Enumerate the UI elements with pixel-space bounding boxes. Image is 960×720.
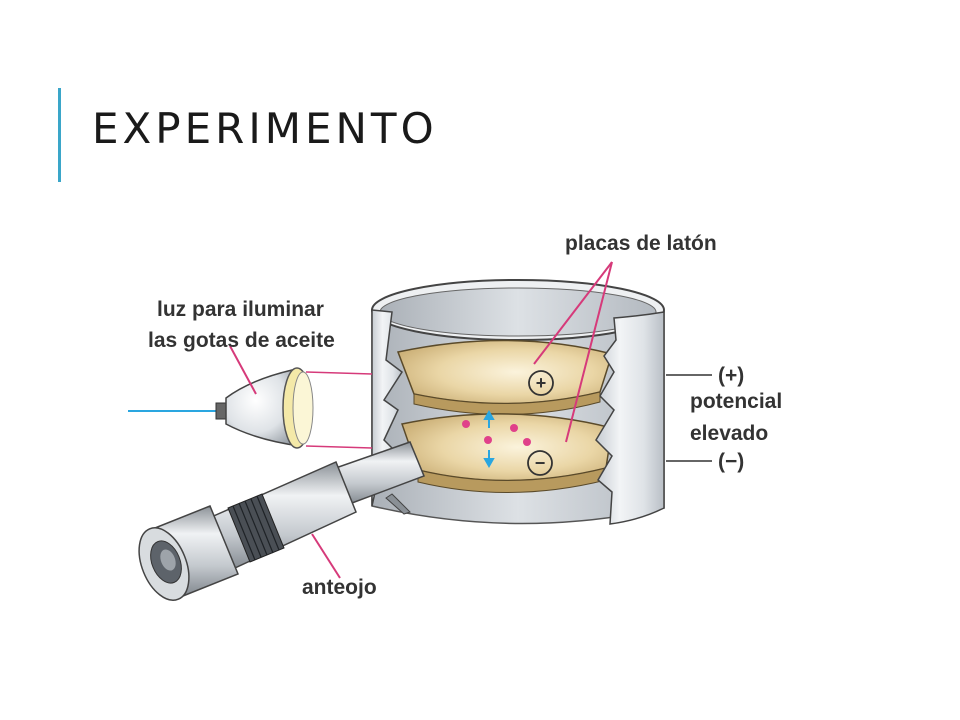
lower-brass-plate — [401, 413, 613, 493]
cylinder-right-wall — [595, 311, 665, 525]
oil-droplet — [484, 436, 492, 444]
lamp-connector-bottom — [305, 445, 373, 449]
label-potential-line1: potencial — [690, 390, 782, 413]
svg-text:+: + — [536, 373, 547, 393]
oil-droplets — [462, 420, 531, 446]
oil-droplet — [510, 424, 518, 432]
label-light-line1: luz para iluminar — [157, 298, 324, 321]
droplet-motion-arrows — [483, 409, 495, 469]
slide-title: EXPERIMENTO — [92, 104, 438, 153]
upper-brass-plate — [396, 339, 613, 415]
svg-text:−: − — [535, 453, 546, 473]
label-light-line2: las gotas de aceite — [148, 329, 335, 352]
positive-plate-sign: + — [528, 370, 554, 396]
label-potential-line2: elevado — [690, 422, 768, 445]
telescope-icon — [138, 441, 425, 601]
pointer-plates-lower — [565, 261, 613, 443]
negative-plate-sign: − — [527, 450, 553, 476]
lamp-connector-top — [305, 371, 373, 375]
label-negative: (−) — [718, 450, 744, 473]
pointer-light — [229, 345, 257, 395]
lamp-icon — [215, 367, 314, 449]
label-eyepiece: anteojo — [302, 576, 377, 599]
oil-droplet — [523, 438, 531, 446]
oil-droplet — [462, 420, 470, 428]
pointer-plates-upper — [533, 261, 613, 365]
title-accent-bar — [58, 88, 61, 182]
label-positive: (+) — [718, 364, 744, 387]
pointer-eyepiece — [311, 533, 341, 579]
label-brass-plates: placas de latón — [565, 232, 717, 255]
pointer-lines — [229, 261, 712, 579]
